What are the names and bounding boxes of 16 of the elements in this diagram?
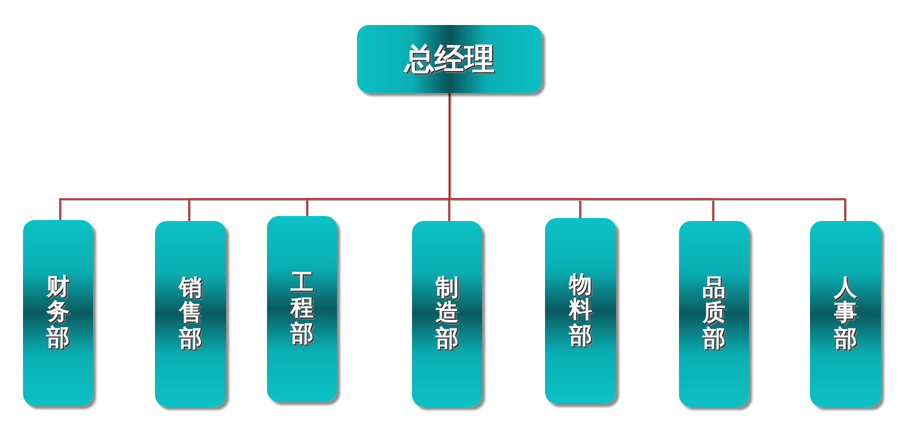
department-name: 销售部 — [179, 276, 202, 352]
department-box — [23, 220, 93, 406]
department-box — [412, 221, 482, 407]
department-name: 物料部 — [569, 273, 592, 349]
department-box — [267, 216, 337, 402]
department-name: 人事部 — [834, 276, 857, 352]
department-box — [810, 221, 881, 407]
department-box — [155, 221, 226, 407]
title-text: 总经理 — [404, 42, 494, 76]
department-name: 工程部 — [290, 271, 314, 347]
department-box — [545, 218, 616, 404]
department-name: 制造部 — [436, 276, 458, 352]
department-box — [679, 221, 749, 407]
department-name: 财务部 — [46, 275, 70, 351]
manager-box — [357, 25, 542, 93]
department-name: 品质部 — [702, 276, 726, 352]
